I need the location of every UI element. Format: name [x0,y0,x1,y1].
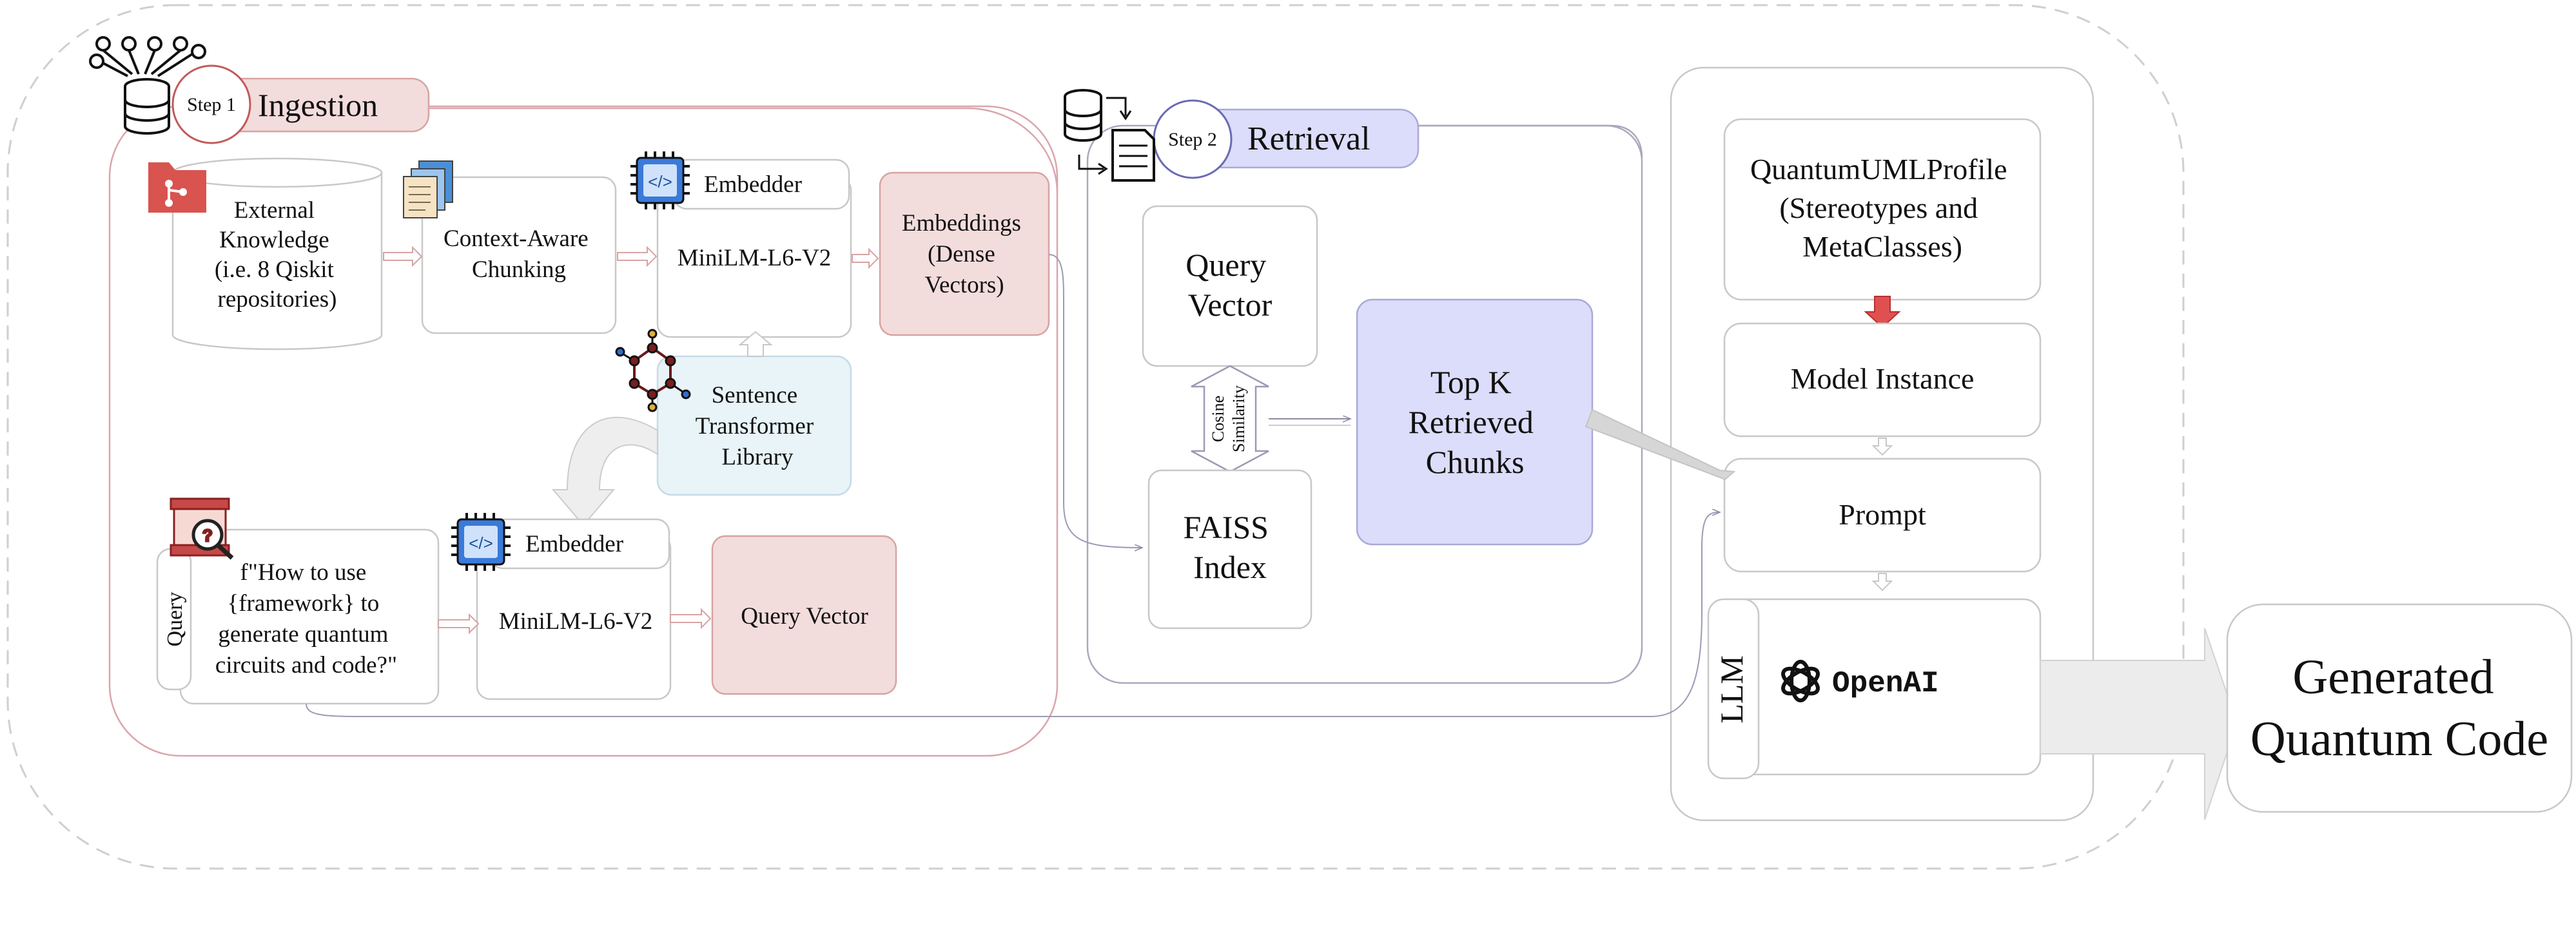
outer-dashed-boundary [6,4,2185,870]
query-vector-label: Query Vector [741,603,868,630]
query-text-line: f"How to use [240,559,366,586]
top-k-line: Top K [1430,364,1512,400]
llm-side-tab [1707,598,1760,780]
external-knowledge-store: External Knowledge (i.e. 8 Qiskit reposi… [171,157,383,351]
svg-text:Sentence Transformer L: Sentence Transformer Library [696,382,820,470]
svg-text:f"How to use {framework} t: f"How to use {framework} to generate qua… [215,559,397,678]
svg-text:Context-Aware Chunking: Context-Aware Chunking [444,226,594,283]
svg-text:Top K Retrieved Chunks: Top K Retrieved Chunks [1409,364,1542,480]
svg-text:Embeddings (Dense Vect: Embeddings (Dense Vectors) [902,210,1027,298]
svg-text:</>: </> [648,172,672,191]
uml-profile-line: (Stereotypes and [1779,191,1978,224]
svg-text:?: ? [202,526,213,545]
uml-profile-line: QuantumUMLProfile [1750,153,2007,186]
openai-label: OpenAI [1832,667,1939,700]
svg-text:Generated Quantum Code: Generated Quantum Code [2250,650,2548,766]
embeddings-line: (Dense [928,241,995,267]
query-text-line: circuits and code?" [215,652,397,678]
generation-panel [1670,66,2094,822]
external-knowledge-line: (i.e. 8 Qiskit [215,256,335,283]
query-embedder-label: Embedder [525,531,623,557]
external-knowledge-line: repositories) [218,286,337,313]
llm-side-label: LLM [1713,655,1750,724]
retrieval-title: Retrieval [1247,120,1371,157]
external-knowledge-line: Knowledge [219,227,329,253]
embedder-label: Embedder [704,171,802,198]
step1-badge: Step 1 [187,94,236,115]
ingestion-title: Ingestion [258,87,378,123]
generated-code-line: Quantum Code [2250,712,2548,766]
sentence-transformer-line: Sentence [712,382,798,409]
embeddings-line: Vectors) [924,272,1004,298]
generated-code-box [2226,603,2573,813]
faiss-index-box [1147,469,1312,630]
embedder-model-name: MiniLM-L6-V2 [678,245,831,271]
llm-to-output-arrow [2040,628,2238,820]
top-k-line: Chunks [1426,444,1525,480]
documents-icon [403,160,453,218]
step2-header: Retrieval Step 2 [1153,99,1420,179]
svg-text:Query Vector: Query Vector [1186,247,1274,323]
query-side-label: Query [163,592,187,647]
profile-to-instance-arrow [1864,296,1901,329]
uml-profile-line: MetaClasses) [1802,230,1962,263]
ingestion-panel [108,105,1059,757]
faiss-index-line: Index [1193,549,1267,585]
embeddings-line: Embeddings [902,210,1021,236]
model-instance-label: Model Instance [1791,362,1975,395]
query-text-line: generate quantum [218,621,388,648]
retrieval-query-vector-box [1142,205,1318,367]
chunking-line: Chunking [472,256,566,283]
embeddings-to-faiss-connector [1048,254,1142,548]
git-folder-icon [148,162,206,213]
st-to-query-embedder-arrow [551,416,658,526]
prompt-label: Prompt [1839,498,1926,531]
prompt-to-llm-arrow [1871,573,1893,592]
ingestion-header-connector [429,107,1059,194]
molecule-icon [615,329,691,412]
chunking-box [421,176,617,334]
chunking-line: Context-Aware [444,226,589,252]
generated-code-line: Generated [2292,650,2493,704]
step1-header: Ingestion Step 1 [171,64,430,144]
svg-text:External Knowledge: External Knowledge (i.e. 8 Qiskit reposi… [215,197,340,313]
external-knowledge-line: External [234,197,315,224]
step2-badge: Step 2 [1168,129,1217,150]
flow-arrows-top-row [383,245,879,269]
faiss-index-line: FAISS [1184,509,1269,545]
query-to-prompt-connector [306,512,1720,717]
topk-to-prompt-arrow [1585,409,1736,481]
retrieval-header-connector [1418,124,1643,159]
flow-arrows-query-row [438,608,712,635]
svg-text:FAISS Index: FAISS Index [1184,509,1277,585]
model-instance-box [1723,322,2042,438]
retrieval-query-vector-line: Query [1186,247,1266,283]
cosine-similarity-label: Similarity [1229,385,1248,452]
chip-code-icon: </> [630,151,690,209]
st-to-embedder-arrow [738,331,773,357]
step1-badge-circle [171,64,251,144]
database-network-icon [89,36,206,135]
svg-text:QuantumUMLProfile (Stereot: QuantumUMLProfile (Stereotypes and MetaC… [1750,153,2015,263]
openai-logo-icon [1781,660,1820,702]
sentence-transformer-line: Library [722,444,794,470]
svg-text:</>: </> [469,534,493,553]
top-k-line: Retrieved [1409,404,1534,440]
chip-code-icon: </> [451,513,511,571]
sentence-transformer-line: Transformer [696,413,814,439]
cosine-similarity-label: Cosine [1209,396,1227,442]
query-embedder-model-name: MiniLM-L6-V2 [499,608,652,635]
instance-to-prompt-arrow [1871,438,1893,456]
database-document-icon [1064,89,1155,182]
query-scroll-icon: ? [170,497,234,560]
query-vector-box [711,535,897,695]
query-text-line: {framework} to [227,590,379,617]
retrieval-query-vector-line: Vector [1188,287,1273,323]
prompt-box [1723,457,2042,573]
